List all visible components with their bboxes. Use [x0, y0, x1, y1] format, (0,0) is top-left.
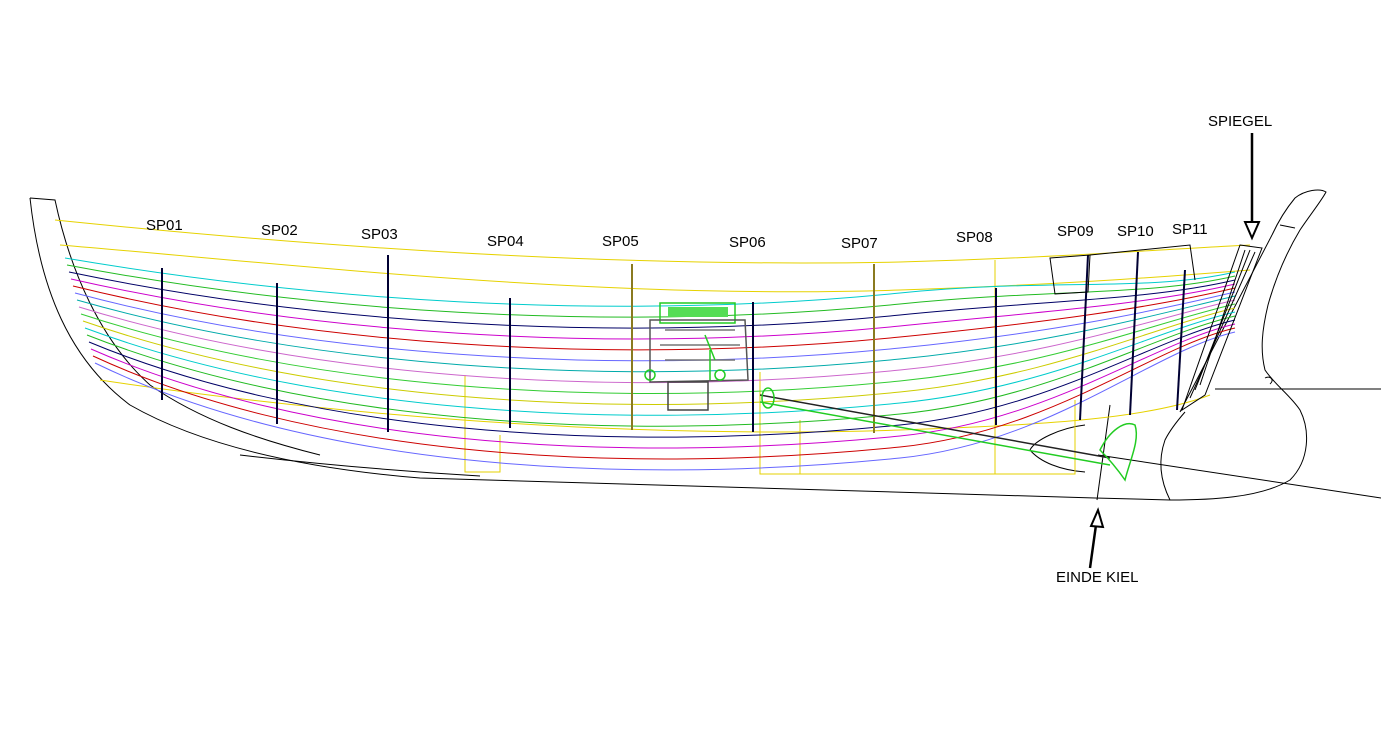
waterline-9	[80, 303, 1236, 394]
station-line-sp11	[1176, 269, 1186, 411]
station-label-sp06: SP06	[729, 234, 766, 251]
waterline-8	[78, 299, 1236, 384]
station-label-sp07: SP07	[841, 235, 878, 252]
waterline-6	[74, 291, 1236, 362]
station-line-sp09	[1079, 254, 1089, 421]
transom	[1049, 244, 1263, 412]
waterline-16	[94, 331, 1236, 471]
waterlines	[64, 257, 1236, 471]
station-labels: SP01 SP02 SP03 SP04 SP05 SP06 SP07 SP08 SP09 SP10…	[146, 217, 1208, 252]
hull-outline	[29, 189, 1381, 501]
waterline-7	[76, 295, 1236, 373]
waterline-1	[64, 257, 1236, 307]
station-line-sp10	[1129, 251, 1139, 416]
waterline-11	[84, 311, 1236, 416]
waterline-14	[90, 323, 1236, 449]
station-lines	[161, 251, 1186, 433]
station-label-sp10: SP10	[1117, 223, 1154, 240]
waterline-12	[86, 315, 1236, 427]
transom-label: SPIEGEL	[1208, 113, 1272, 130]
waterline-4	[70, 278, 1236, 340]
station-label-sp05: SP05	[602, 233, 639, 250]
waterline-5	[72, 285, 1236, 351]
keel-end-annotation: EINDE KIEL	[1056, 507, 1139, 586]
transom-annotation: SPIEGEL	[1208, 113, 1272, 241]
station-label-sp09: SP09	[1057, 223, 1094, 240]
station-label-sp03: SP03	[361, 226, 398, 243]
sheer-line	[54, 219, 1251, 475]
engine-and-shaft	[644, 302, 1137, 482]
keel-end-arrow-head	[1089, 507, 1105, 529]
waterline-10	[82, 307, 1236, 405]
keel-end-arrow-line	[1088, 524, 1098, 569]
waterline-2	[66, 264, 1236, 318]
waterline-3	[68, 271, 1236, 329]
station-label-sp08: SP08	[956, 229, 993, 246]
waterline-13	[88, 319, 1236, 438]
transom-arrow-head	[1243, 221, 1261, 241]
station-label-sp04: SP04	[487, 233, 524, 250]
station-label-sp01: SP01	[146, 217, 183, 234]
station-label-sp02: SP02	[261, 222, 298, 239]
waterline-15	[92, 327, 1236, 460]
keel-end-label: EINDE KIEL	[1056, 569, 1139, 586]
station-label-sp11: SP11	[1172, 221, 1208, 238]
